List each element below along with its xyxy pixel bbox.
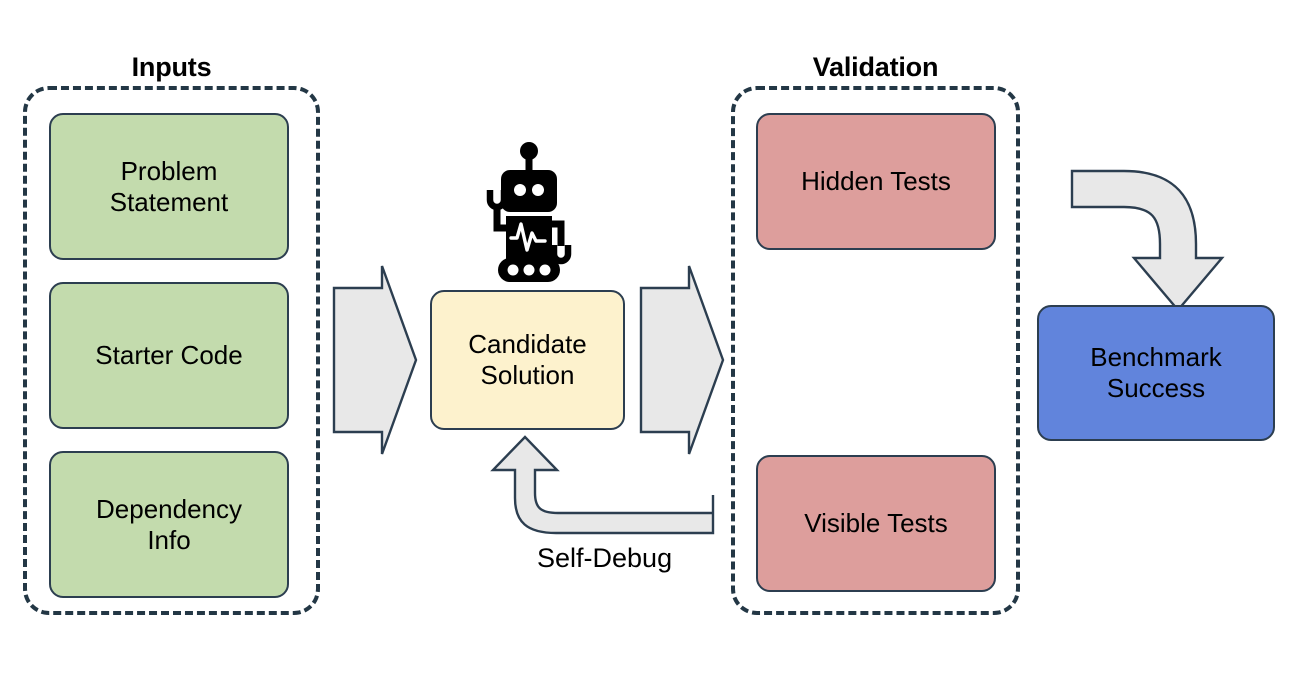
- node-starter-code[interactable]: Starter Code: [49, 282, 289, 429]
- node-dependency-info-line1: Dependency: [96, 493, 242, 524]
- arrow-self-debug-loop: [490, 435, 715, 535]
- node-visible-tests[interactable]: Visible Tests: [756, 455, 996, 592]
- node-candidate-solution[interactable]: Candidate Solution: [430, 290, 625, 430]
- self-debug-label: Self-Debug: [537, 543, 673, 573]
- node-benchmark-success-line1: Benchmark: [1090, 342, 1222, 373]
- node-problem-statement-line2: Statement: [109, 186, 229, 217]
- node-dependency-info[interactable]: Dependency Info: [49, 451, 289, 598]
- arrow-validation-to-benchmark: [1070, 169, 1225, 312]
- node-dependency-info-line2: Info: [147, 524, 191, 555]
- validation-group-container: [731, 86, 1020, 615]
- node-hidden-tests[interactable]: Hidden Tests: [756, 113, 996, 250]
- group-title-inputs: Inputs: [131, 52, 212, 82]
- node-candidate-solution-line1: Candidate: [468, 329, 587, 360]
- node-candidate-solution-line2: Solution: [480, 360, 575, 390]
- node-starter-code-label: Starter Code: [95, 340, 243, 371]
- robot-icon: [484, 140, 576, 282]
- inputs-group-container: [23, 86, 320, 615]
- node-problem-statement-line1: Problem: [120, 155, 218, 186]
- arrow-candidate-to-validation: [639, 265, 725, 455]
- node-problem-statement[interactable]: Problem Statement: [49, 113, 289, 260]
- arrow-inputs-to-candidate: [332, 265, 418, 455]
- node-visible-tests-label: Visible Tests: [804, 508, 948, 539]
- node-benchmark-success-line2: Success: [1106, 373, 1206, 403]
- group-title-validation: Validation: [812, 52, 939, 82]
- node-benchmark-success[interactable]: Benchmark Success: [1037, 305, 1275, 441]
- node-hidden-tests-label: Hidden Tests: [801, 166, 951, 197]
